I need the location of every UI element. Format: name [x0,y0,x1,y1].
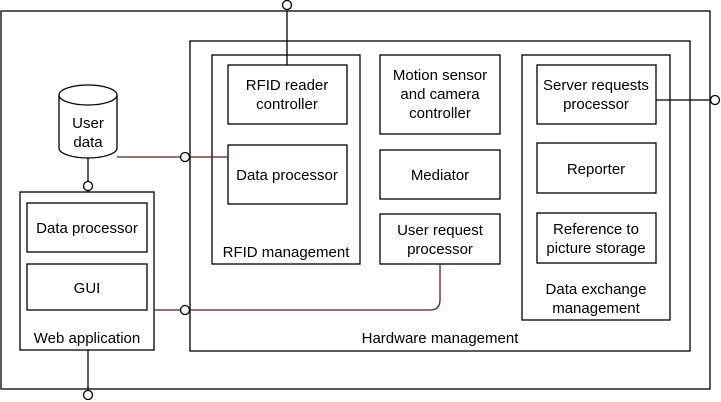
hardware-port-web-app [179,304,191,316]
web-data-processor-label: Data processor [36,220,138,237]
user-request-processor-label: User request [397,222,484,239]
user-data-port [82,180,94,192]
rfid-reader-controller-label: controller [256,96,318,113]
server-requests-processor-label: Server requests [543,77,649,94]
external-port-right [709,94,721,106]
mediator-label: Mediator [411,167,469,184]
user-data-label: User [72,115,104,132]
mediator-box [379,149,501,200]
rfid-data-processor-label: Data processor [236,167,338,184]
hardware-port-user-data [179,151,191,163]
web-application-title: Web application [34,330,140,347]
server-requests-processor-box [536,64,657,125]
rfid-reader-controller-box [227,64,348,125]
motion-sensor-label: Motion sensor [393,67,487,84]
web-app-user-request-connector [154,264,441,311]
gui-box [26,263,148,311]
gui-label: GUI [74,280,101,297]
external-port-bottom [82,389,94,401]
motion-sensor-label: controller [409,105,471,122]
picture-storage-label: Reference to [553,221,639,238]
web-data-processor-box [26,202,148,253]
data-exchange-title: Data exchange [546,281,647,298]
rfid-reader-controller-label: RFID reader [246,77,329,94]
rfid-management-title: RFID management [223,244,351,261]
rfid-data-processor-box [227,144,348,205]
reporter-box [536,142,657,194]
picture-storage-label: picture storage [546,240,645,257]
reporter-label: Reporter [567,161,625,178]
user-data-cylinder [58,84,118,159]
user-data-label: data [73,134,103,151]
external-port-top [281,0,293,11]
picture-storage-reference-box [536,212,657,264]
server-requests-processor-label: processor [563,96,629,113]
hardware-management-title: Hardware management [362,330,520,347]
motion-sensor-label: and camera [400,86,480,103]
user-request-processor-label: processor [407,241,473,258]
motion-sensor-camera-controller-box [379,54,501,135]
data-exchange-title: management [552,300,640,317]
